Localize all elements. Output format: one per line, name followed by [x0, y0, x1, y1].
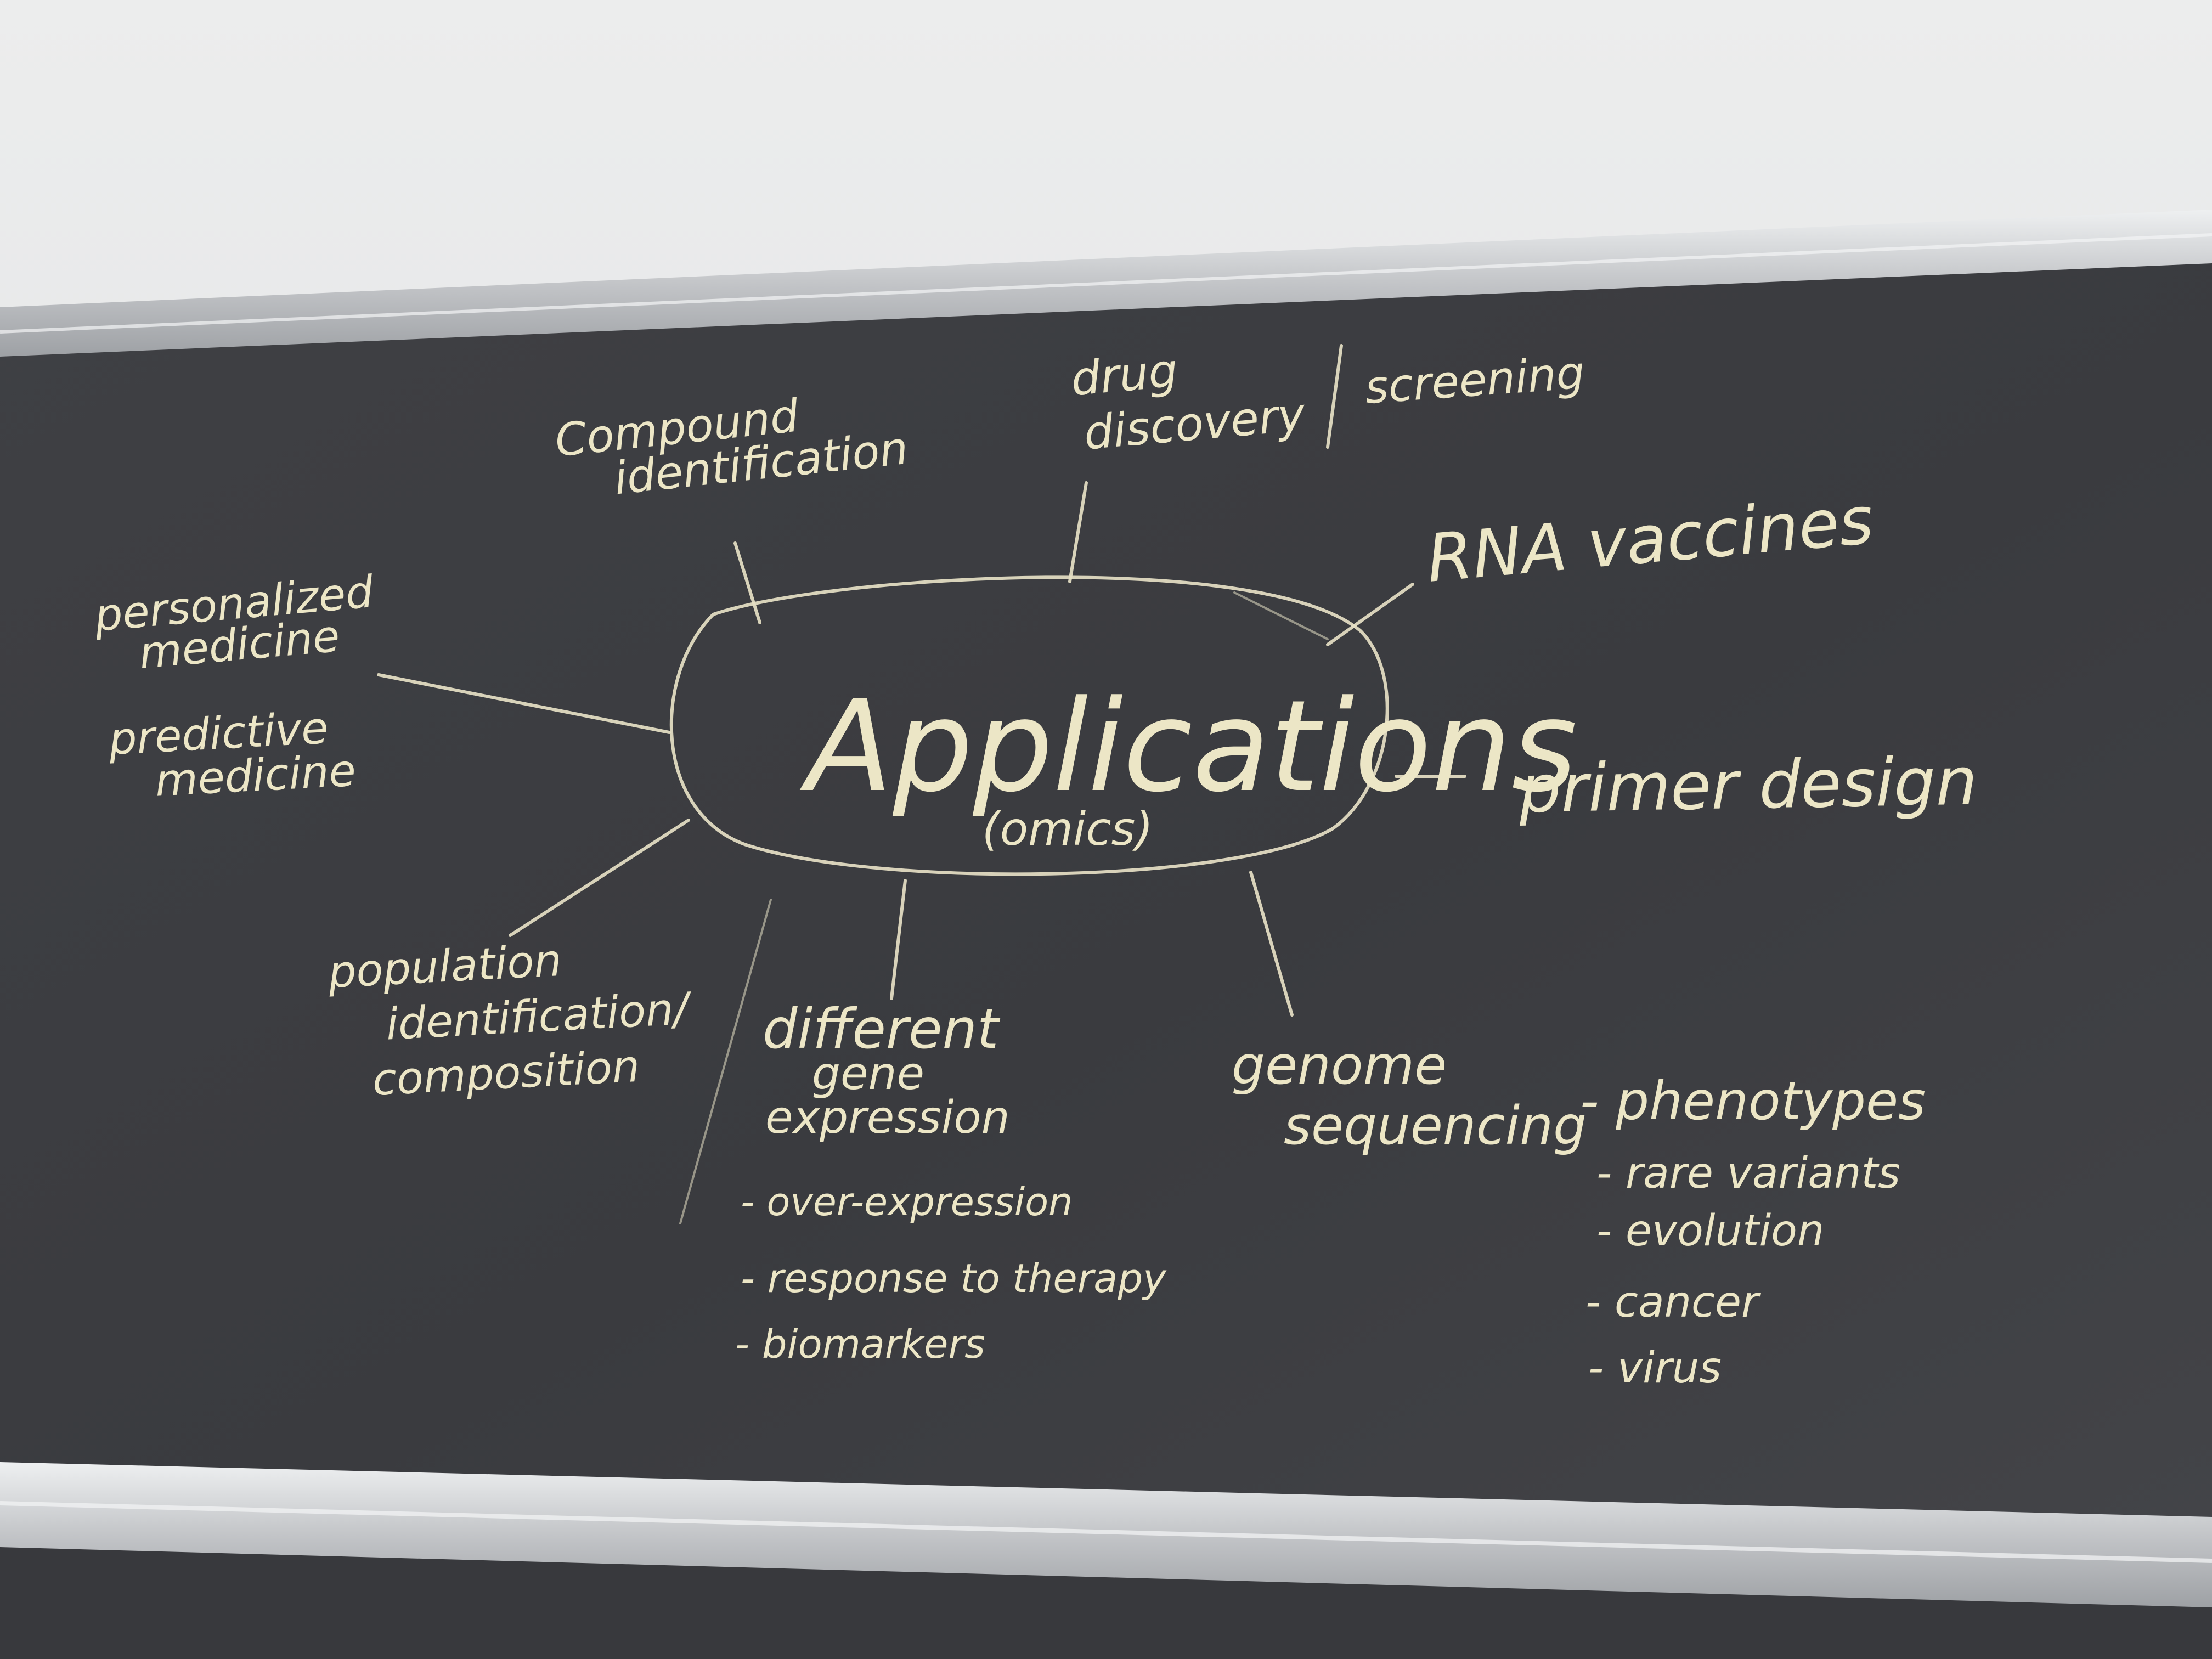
- population-line-1: population: [326, 935, 563, 998]
- predictive-line-2: medicine: [154, 745, 357, 806]
- gene-line-2: gene: [812, 1048, 924, 1100]
- genome-item-2: - rare variants: [1596, 1149, 1900, 1198]
- gene-item-2: - response to therapy: [741, 1255, 1167, 1301]
- genome-sequencing-list: - phenotypes - rare variants - evolution…: [1580, 1070, 1926, 1393]
- gene-item-1: - over-expression: [741, 1180, 1073, 1224]
- genome-item-4: - cancer: [1585, 1278, 1762, 1327]
- center-subtitle: (omics): [982, 802, 1153, 856]
- genome-sequencing-label: genome sequencing: [1232, 1035, 1587, 1156]
- board-surface: [0, 258, 2212, 1531]
- primer-design-label: primer design: [1518, 743, 1978, 828]
- chalk-tray: [0, 1462, 2212, 1607]
- center-title: Applications: [799, 674, 1577, 820]
- predictive-line-1: predictive: [107, 702, 329, 765]
- genome-item-3: - evolution: [1596, 1206, 1824, 1256]
- genome-item-5: - virus: [1588, 1344, 1722, 1393]
- center-ellipse: [669, 575, 1389, 876]
- genome-line-2: sequencing: [1284, 1095, 1587, 1156]
- gene-item-3: - biomarkers: [735, 1321, 985, 1367]
- gene-expression-list: - over-expression - response to therapy …: [735, 1180, 1167, 1367]
- genome-line-1: genome: [1232, 1035, 1447, 1096]
- drug-line-1: drug: [1069, 343, 1180, 407]
- predictive-medicine-label: predictive medicine: [107, 702, 357, 806]
- genome-item-1: - phenotypes: [1580, 1070, 1926, 1132]
- gene-line-1: different: [763, 997, 1001, 1061]
- connector-lines: [377, 344, 1466, 1224]
- gene-line-3: expression: [765, 1092, 1010, 1144]
- gene-expression-label: different gene expression: [763, 997, 1010, 1144]
